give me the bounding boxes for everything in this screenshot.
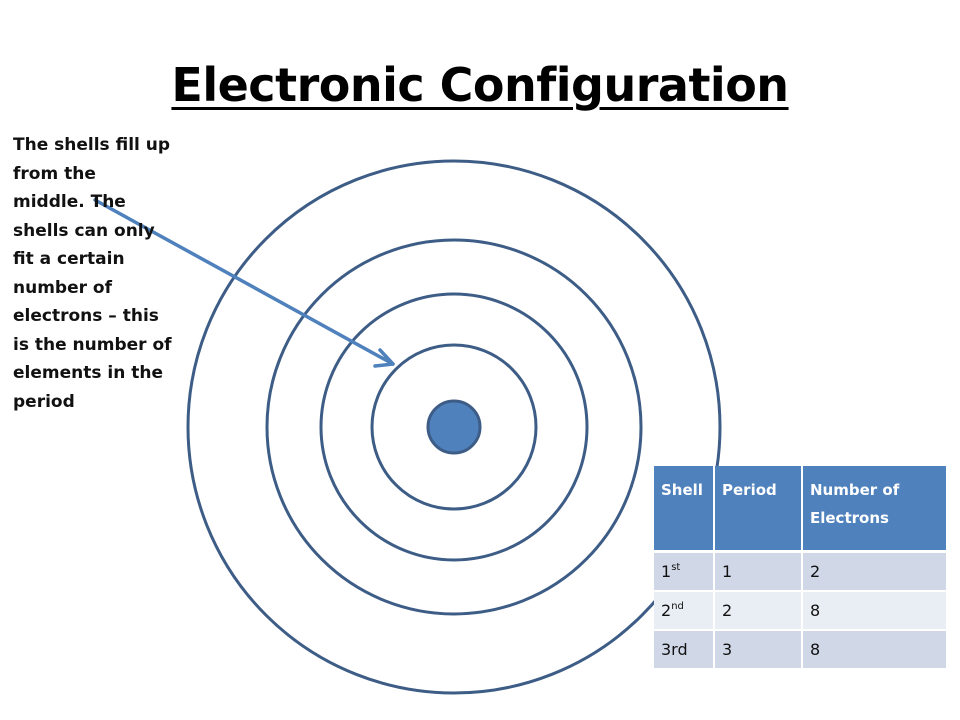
shell-number: 3rd <box>661 640 688 659</box>
pointer-arrow <box>93 198 395 368</box>
shell-cell: 1st <box>654 551 715 592</box>
period-cell: 1 <box>714 551 803 592</box>
nucleus <box>426 399 482 455</box>
electrons-cell: 2 <box>802 551 946 592</box>
table-header-row: Shell Period Number of Electrons <box>654 466 946 553</box>
header-shell: Shell <box>654 466 715 553</box>
shell-ring-2 <box>319 292 589 562</box>
electrons-cell: 8 <box>802 591 946 631</box>
table-row: 1st 1 2 <box>654 551 946 592</box>
shell-ordinal-suffix: nd <box>671 601 684 612</box>
shell-ordinal-suffix: st <box>671 562 681 573</box>
shell-number: 1 <box>661 562 672 581</box>
header-period: Period <box>714 466 803 553</box>
shell-ring-1 <box>370 343 538 511</box>
shell-ring-4 <box>186 159 722 695</box>
explanation-note: The shells fill up from the middle. The … <box>13 135 172 412</box>
shell-cell: 3rd <box>654 630 715 670</box>
header-number-of-electrons: Number of Electrons <box>802 466 946 553</box>
shell-number: 2 <box>661 601 672 620</box>
shell-table: Shell Period Number of Electrons 1st 1 2… <box>654 466 946 670</box>
period-cell: 3 <box>714 630 803 670</box>
slide-title: Electronic Configuration <box>171 58 789 112</box>
electrons-cell: 8 <box>802 630 946 670</box>
table-row: 2nd 2 8 <box>654 591 946 631</box>
period-cell: 2 <box>714 591 803 631</box>
shell-ring-3 <box>265 238 643 616</box>
table-row: 3rd 3 8 <box>654 630 946 670</box>
shell-cell: 2nd <box>654 591 715 631</box>
